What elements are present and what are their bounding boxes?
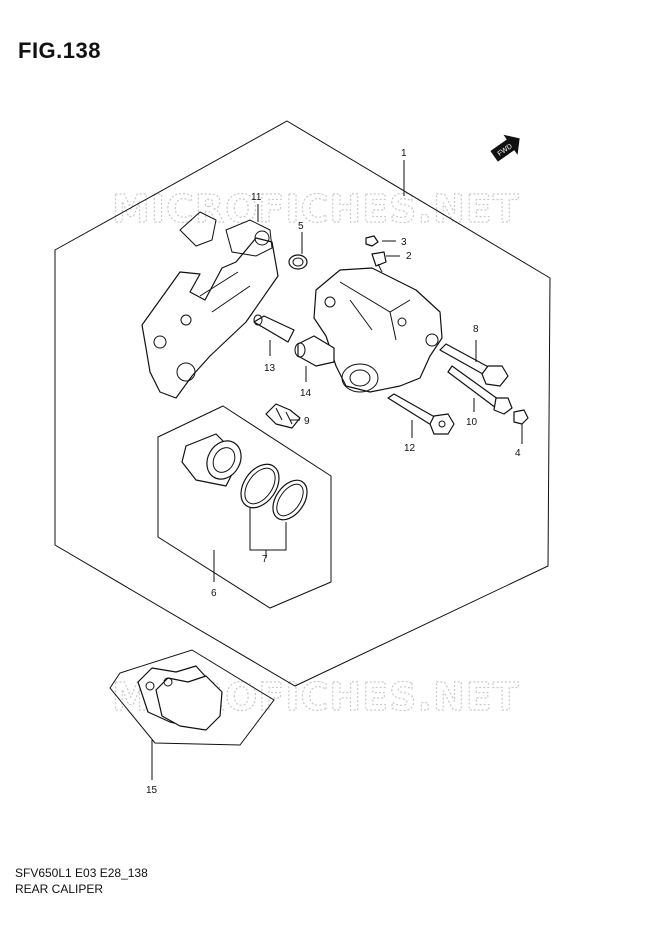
callout-9: 9: [304, 416, 310, 427]
nut-part-4: [513, 409, 529, 425]
bleeder-cap-part-3: [365, 235, 379, 247]
callout-2: 2: [406, 251, 412, 262]
callout-1: 1: [401, 148, 407, 159]
bushing-part-14: [294, 335, 335, 367]
callout-11: 11: [251, 192, 262, 203]
boot-part-5: [288, 254, 308, 270]
callout-3: 3: [401, 237, 407, 248]
bolt-part-12: [387, 393, 455, 435]
callout-7: 7: [262, 554, 268, 565]
figure-code: SFV650L1 E03 E28_138: [15, 866, 148, 880]
figure-title: FIG.138: [18, 38, 101, 63]
sleeve-part-13: [253, 314, 295, 343]
watermark-top: MICROFICHES.NET: [112, 187, 520, 231]
piston-kit-outline: [157, 405, 332, 609]
bolt-part-8: [439, 343, 509, 387]
callout-13: 13: [264, 363, 276, 374]
callout-5: 5: [298, 221, 304, 232]
callout-12: 12: [404, 443, 416, 454]
caliper-assembly-outline: [54, 120, 551, 687]
piston-part-6: [181, 433, 242, 487]
callout-6: 6: [211, 588, 217, 599]
seals-part-7: [240, 463, 308, 521]
leader-lines: [151, 160, 523, 780]
pin-bolt-part-10: [447, 365, 513, 415]
callout-4: 4: [515, 448, 521, 459]
callout-8: 8: [473, 324, 479, 335]
callout-14: 14: [300, 388, 312, 399]
fwd-arrow-icon: FWD: [490, 134, 520, 162]
caliper-bracket: [141, 211, 279, 399]
brake-pads-part-15: [137, 665, 223, 731]
pad-spring-part-9: [265, 403, 301, 429]
figure-name: REAR CALIPER: [15, 882, 104, 896]
caliper-body: [313, 267, 443, 393]
bleeder-valve-part-2: [371, 251, 387, 273]
callout-15: 15: [146, 785, 158, 796]
callout-10: 10: [466, 417, 478, 428]
brake-pad-outline: [109, 649, 275, 746]
